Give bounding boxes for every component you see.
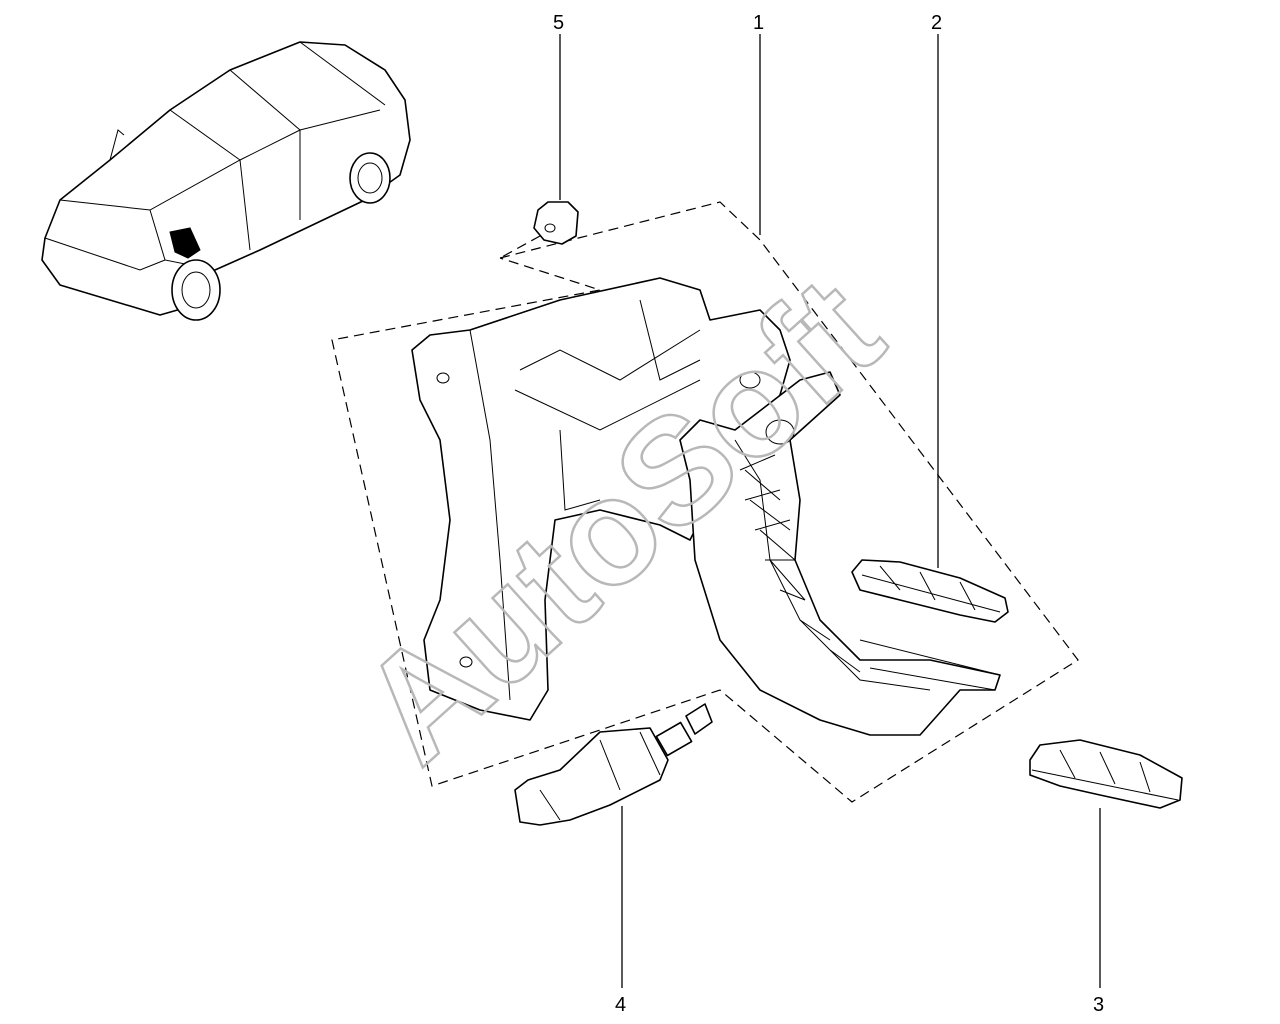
brake-light-switch — [514, 703, 713, 826]
callout-5: 5 — [553, 12, 564, 34]
leader-lines — [559, 34, 1101, 988]
pedal-pad-lower — [1029, 739, 1183, 809]
pedal-assembly — [411, 277, 1001, 736]
car-illustration — [41, 41, 411, 321]
callout-4: 4 — [615, 994, 626, 1016]
switch-leader-dash — [499, 235, 541, 259]
assembly-group-outline — [331, 201, 1079, 803]
pedal-pad-upper — [851, 559, 1009, 623]
callout-3: 3 — [1093, 994, 1104, 1016]
callout-1: 1 — [753, 12, 764, 34]
callout-2: 2 — [931, 12, 942, 34]
rubber-bushing — [533, 201, 579, 245]
